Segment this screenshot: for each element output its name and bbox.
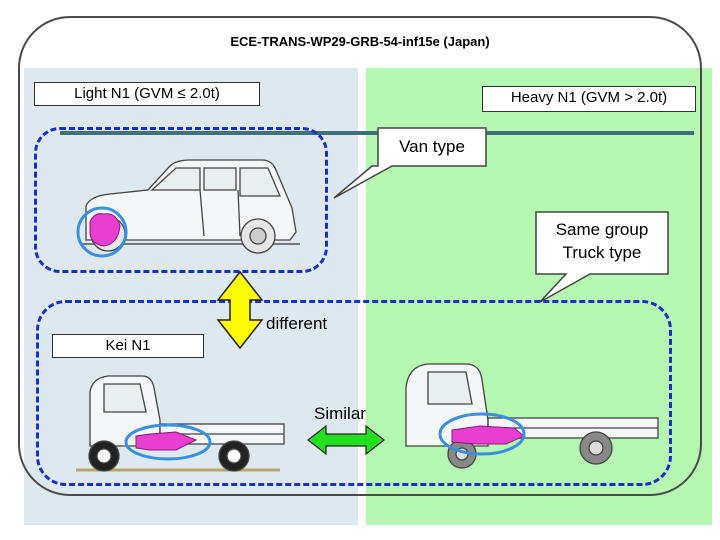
callout-van-bubble [333,127,487,199]
group-light-van [34,127,328,273]
text-different: different [266,314,328,333]
callout-van-text: Van type [399,137,465,156]
similar-arrow [307,424,385,456]
divider-line [60,131,694,135]
label-heavy-n1: Heavy N1 (GVM > 2.0t) [482,86,696,112]
kei-highlight-circle [124,423,212,461]
different-arrow [216,270,264,350]
callout-same-line1: Same group [555,220,649,239]
heavy-highlight-circle [438,412,526,456]
callout-same-group-text: Same group Truck type [536,212,668,274]
kei-truck-illustration [76,375,285,472]
document-id: ECE-TRANS-WP29-GRB-54-inf15e (Japan) [230,34,490,49]
van-highlight-circle [76,206,128,258]
van-illustration [80,159,300,254]
kei-exhaust-highlight [135,431,198,451]
callout-same-bubble [535,211,669,303]
label-kei-n1: Kei N1 [52,334,204,358]
van-exhaust-highlight [89,213,121,247]
label-light-n1: Light N1 (GVM ≤ 2.0t) [34,82,260,106]
text-similar: Similar [314,404,366,423]
slide-frame [18,16,702,496]
heavy-exhaust-highlight [451,425,525,445]
callout-same-line2: Truck type [562,243,642,262]
group-truck-type [36,300,672,486]
heavy-truck-illustration [405,363,659,469]
